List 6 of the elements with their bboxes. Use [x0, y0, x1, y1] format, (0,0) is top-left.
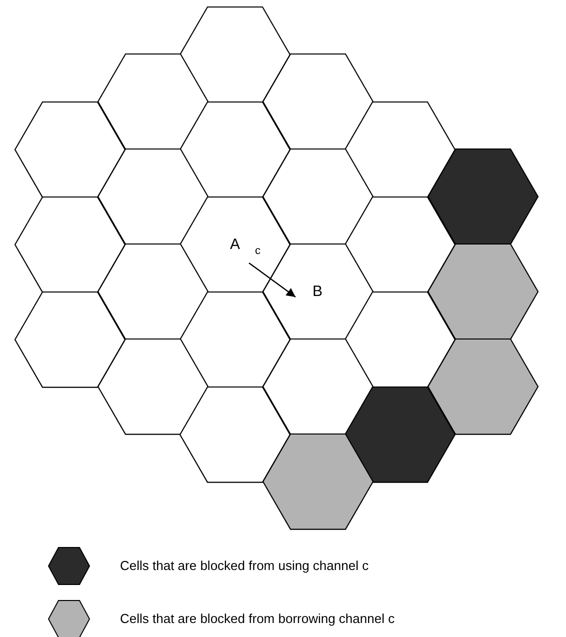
legend-text: Cells that are blocked from borrowing channel c — [120, 611, 395, 627]
legend-text: Cells that are blocked from using channel c — [120, 558, 369, 574]
cell-label: B — [312, 284, 322, 300]
cell-label: A — [230, 237, 240, 254]
arrow — [248, 262, 296, 298]
edge-label: c — [255, 245, 260, 257]
